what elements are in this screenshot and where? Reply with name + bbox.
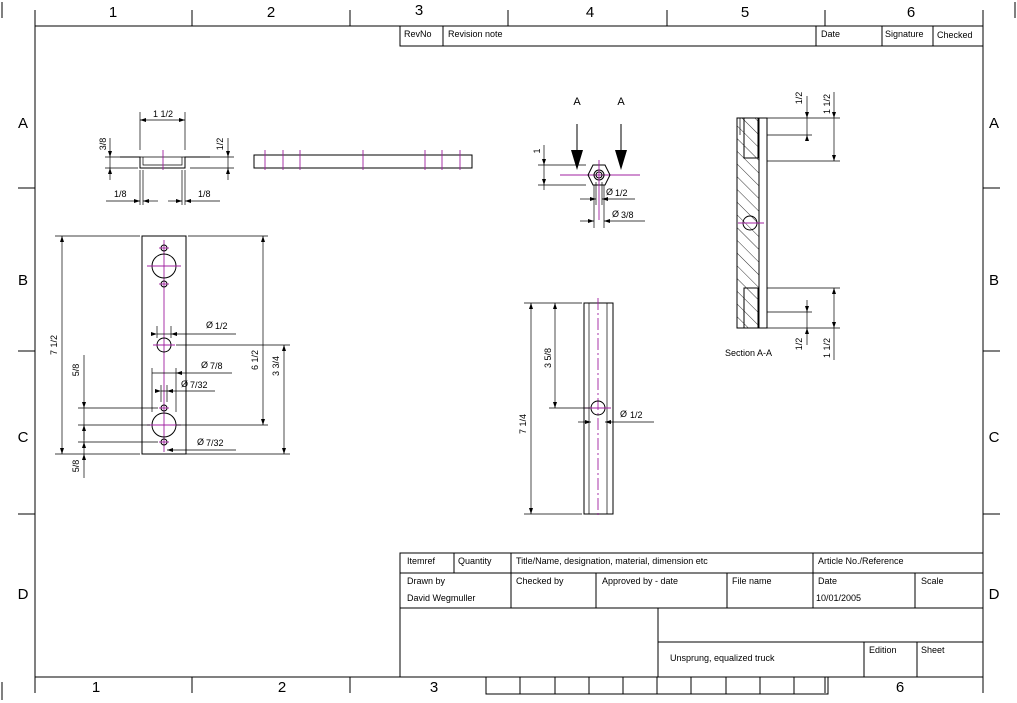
col-label: 6 [896,679,904,696]
dim-dia-7-32-a: 7/32 [190,380,208,390]
end-view: A A 1 Ø 1/2 Ø 3/8 [532,96,645,228]
dim-dia-1-2: 1/2 [615,188,628,198]
dia-symbol: Ø [612,209,619,219]
dim-dia-1-2: 1/2 [215,321,228,331]
dim-5-8-bottom: 5/8 [71,460,81,473]
col-label: 2 [267,4,275,21]
dim-3-8: 3/8 [98,138,108,151]
bar-view: 7 1/4 3 5/8 Ø 1/2 [518,298,654,518]
dim-1-1-2: 1 1/2 [153,109,173,119]
drawn-by-value: David Wegmuller [407,593,475,603]
side-strip-view [253,150,473,170]
checked-label: Checked [937,30,973,40]
quantity-label: Quantity [458,556,492,566]
dim-7-1-4: 7 1/4 [518,414,528,434]
sheet-label: Sheet [921,645,945,655]
dim-3-3-4: 3 3/4 [271,356,281,376]
row-labels-right: A B C D [989,115,1000,603]
dim-dia-7-32-b: 7/32 [206,438,224,448]
dim-5-8-top: 5/8 [71,364,81,377]
title-block: Itemref Quantity Title/Name, designation… [399,552,984,678]
row-label: D [18,586,29,603]
title-header-label: Title/Name, designation, material, dimen… [516,556,708,566]
col-label: 3 [415,2,423,19]
signature-label: Signature [885,29,924,39]
front-plate-view: 7 1/2 5/8 5/8 6 1/2 3 3/4 [49,235,290,478]
edition-label: Edition [869,645,897,655]
dia-symbol: Ø [206,320,213,330]
approved-by-label: Approved by - date [602,576,678,586]
row-label: B [18,272,28,289]
scale-label: Scale [921,576,944,586]
dim-1-2-top: 1/2 [794,92,804,105]
cut-marker-a-right: A [617,96,625,108]
col-label: 1 [109,4,117,21]
dia-symbol: Ø [181,379,188,389]
dim-3-5-8: 3 5/8 [543,348,553,368]
section-aa-view: 1/2 1 1/2 1/2 1 1/2 Section A-A [725,92,840,360]
dia-symbol: Ø [606,187,613,197]
bottom-cell-strip [485,676,829,695]
row-labels-left: A B C D [18,115,29,603]
file-name-label: File name [732,576,772,586]
rev-no-label: RevNo [404,29,432,39]
dia-symbol: Ø [620,409,627,419]
dim-1-8-right: 1/8 [198,189,211,199]
date-label: Date [818,576,837,586]
date-value: 10/01/2005 [816,593,861,603]
dim-dia-1-2: 1/2 [630,410,643,420]
dim-7-1-2: 7 1/2 [49,335,59,355]
col-label: 2 [278,679,286,696]
dim-1-8-left: 1/8 [114,189,127,199]
article-header-label: Article No./Reference [818,556,904,566]
dim-dia-7-8: 7/8 [210,361,223,371]
col-label: 3 [430,679,438,696]
row-label: B [989,272,999,289]
dim-1: 1 [532,148,542,153]
revision-date-label: Date [821,29,840,39]
itemref-label: Itemref [407,556,436,566]
revision-note-label: Revision note [448,29,503,39]
drawing-title: Unsprung, equalized truck [670,653,775,663]
cut-marker-a-left: A [573,96,581,108]
revision-block: RevNo Revision note Date Signature Check… [399,25,984,47]
row-label: A [989,115,999,132]
dim-1-2-bottom: 1/2 [794,338,804,351]
col-label: 1 [92,679,100,696]
col-label: 4 [586,4,594,21]
col-label: 5 [741,4,749,21]
row-label: A [18,115,28,132]
column-labels-top: 1 2 3 4 5 6 [109,2,915,21]
col-label: 6 [907,4,915,21]
dim-1-1-2-top: 1 1/2 [822,94,832,114]
row-label: C [989,429,1000,446]
dim-dia-3-8: 3/8 [621,210,634,220]
dim-1-2: 1/2 [215,138,225,151]
dim-6-1-2: 6 1/2 [250,350,260,370]
dim-1-1-2-bottom: 1 1/2 [822,338,832,358]
drawn-by-label: Drawn by [407,576,446,586]
dia-symbol: Ø [197,437,204,447]
top-profile-view: 1 1/2 3/8 1/2 1/8 1/8 [98,109,234,205]
column-labels-bottom: 1 2 3 6 [92,679,904,696]
row-label: C [18,429,29,446]
checked-by-label: Checked by [516,576,564,586]
dia-symbol: Ø [201,360,208,370]
section-caption: Section A-A [725,348,772,358]
row-label: D [989,586,1000,603]
